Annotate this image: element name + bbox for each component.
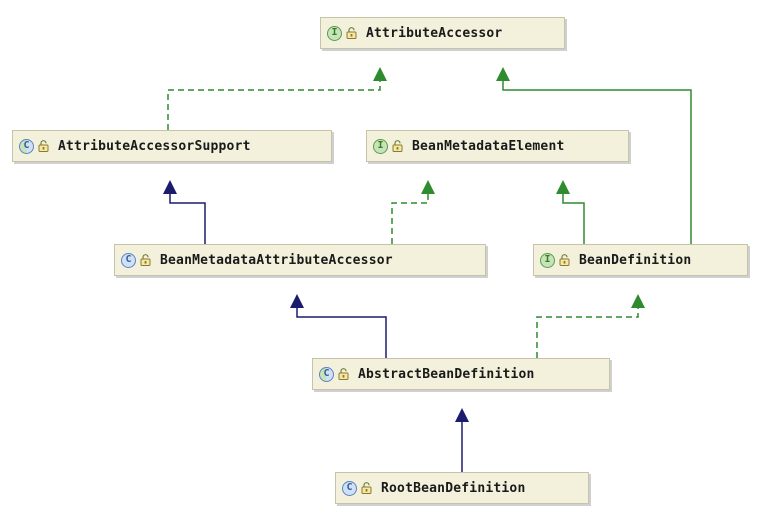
edge-arrowhead [496,67,510,81]
lock-icon [392,140,403,152]
edge-line [391,194,429,244]
class-icon: C [342,480,357,496]
kind-glyph: C [346,482,353,493]
lock-icon [338,368,349,380]
edge-line [502,81,692,244]
edge-line [562,194,585,244]
lock-icon [140,254,151,266]
edge-bean-metadata-attribute-accessor-to-attribute-accessor-support [163,180,206,244]
edge-arrowhead [163,180,177,194]
node-abstract-bean-definition[interactable]: C AbstractBeanDefinition [312,358,610,390]
lock-icon [559,254,570,266]
edge-abstract-bean-definition-to-bean-metadata-attribute-accessor [290,294,387,358]
node-label: BeanDefinition [579,252,692,268]
abstract-class-icon: C [319,366,334,382]
edge-bean-metadata-attribute-accessor-to-bean-metadata-element [391,180,435,244]
node-label: AttributeAccessorSupport [58,138,251,154]
interface-icon: I [540,252,555,268]
edge-line [296,308,387,358]
edge-arrowhead [455,408,469,422]
edge-root-bean-definition-to-abstract-bean-definition [455,408,469,472]
kind-glyph: C [125,254,132,265]
node-label: AbstractBeanDefinition [358,366,535,382]
interface-icon: I [373,138,388,154]
node-bean-metadata-element[interactable]: I BeanMetadataElement [366,130,629,162]
node-root-bean-definition[interactable]: C RootBeanDefinition [335,472,589,504]
edge-arrowhead [373,67,387,81]
kind-glyph: I [544,254,551,265]
node-label: BeanMetadataElement [412,138,565,154]
kind-glyph: I [377,140,384,151]
lock-icon [361,482,372,494]
edge-bean-definition-to-bean-metadata-element [556,180,585,244]
node-label: AttributeAccessor [366,25,503,41]
kind-glyph: C [23,140,30,151]
kind-glyph: I [331,27,338,38]
edge-arrowhead [556,180,570,194]
node-attribute-accessor-support[interactable]: C AttributeAccessorSupport [12,130,332,162]
interface-icon: I [327,25,342,41]
lock-icon [38,140,49,152]
edge-arrowhead [631,294,645,308]
node-attribute-accessor[interactable]: I AttributeAccessor [320,17,565,49]
edge-arrowhead [290,294,304,308]
edge-line [167,81,381,130]
edge-abstract-bean-definition-to-bean-definition [536,294,645,358]
edge-line [536,308,639,358]
edge-attribute-accessor-support-to-attribute-accessor [167,67,387,130]
node-bean-metadata-attribute-accessor[interactable]: C BeanMetadataAttributeAccessor [114,244,486,276]
edge-line [169,194,206,244]
edge-arrowhead [421,180,435,194]
abstract-class-icon: C [19,138,34,154]
node-bean-definition[interactable]: I BeanDefinition [533,244,748,276]
kind-glyph: C [323,368,330,379]
edge-bean-definition-to-attribute-accessor [496,67,692,244]
node-label: RootBeanDefinition [381,480,526,496]
class-icon: C [121,252,136,268]
node-label: BeanMetadataAttributeAccessor [160,252,393,268]
lock-icon [346,27,357,39]
